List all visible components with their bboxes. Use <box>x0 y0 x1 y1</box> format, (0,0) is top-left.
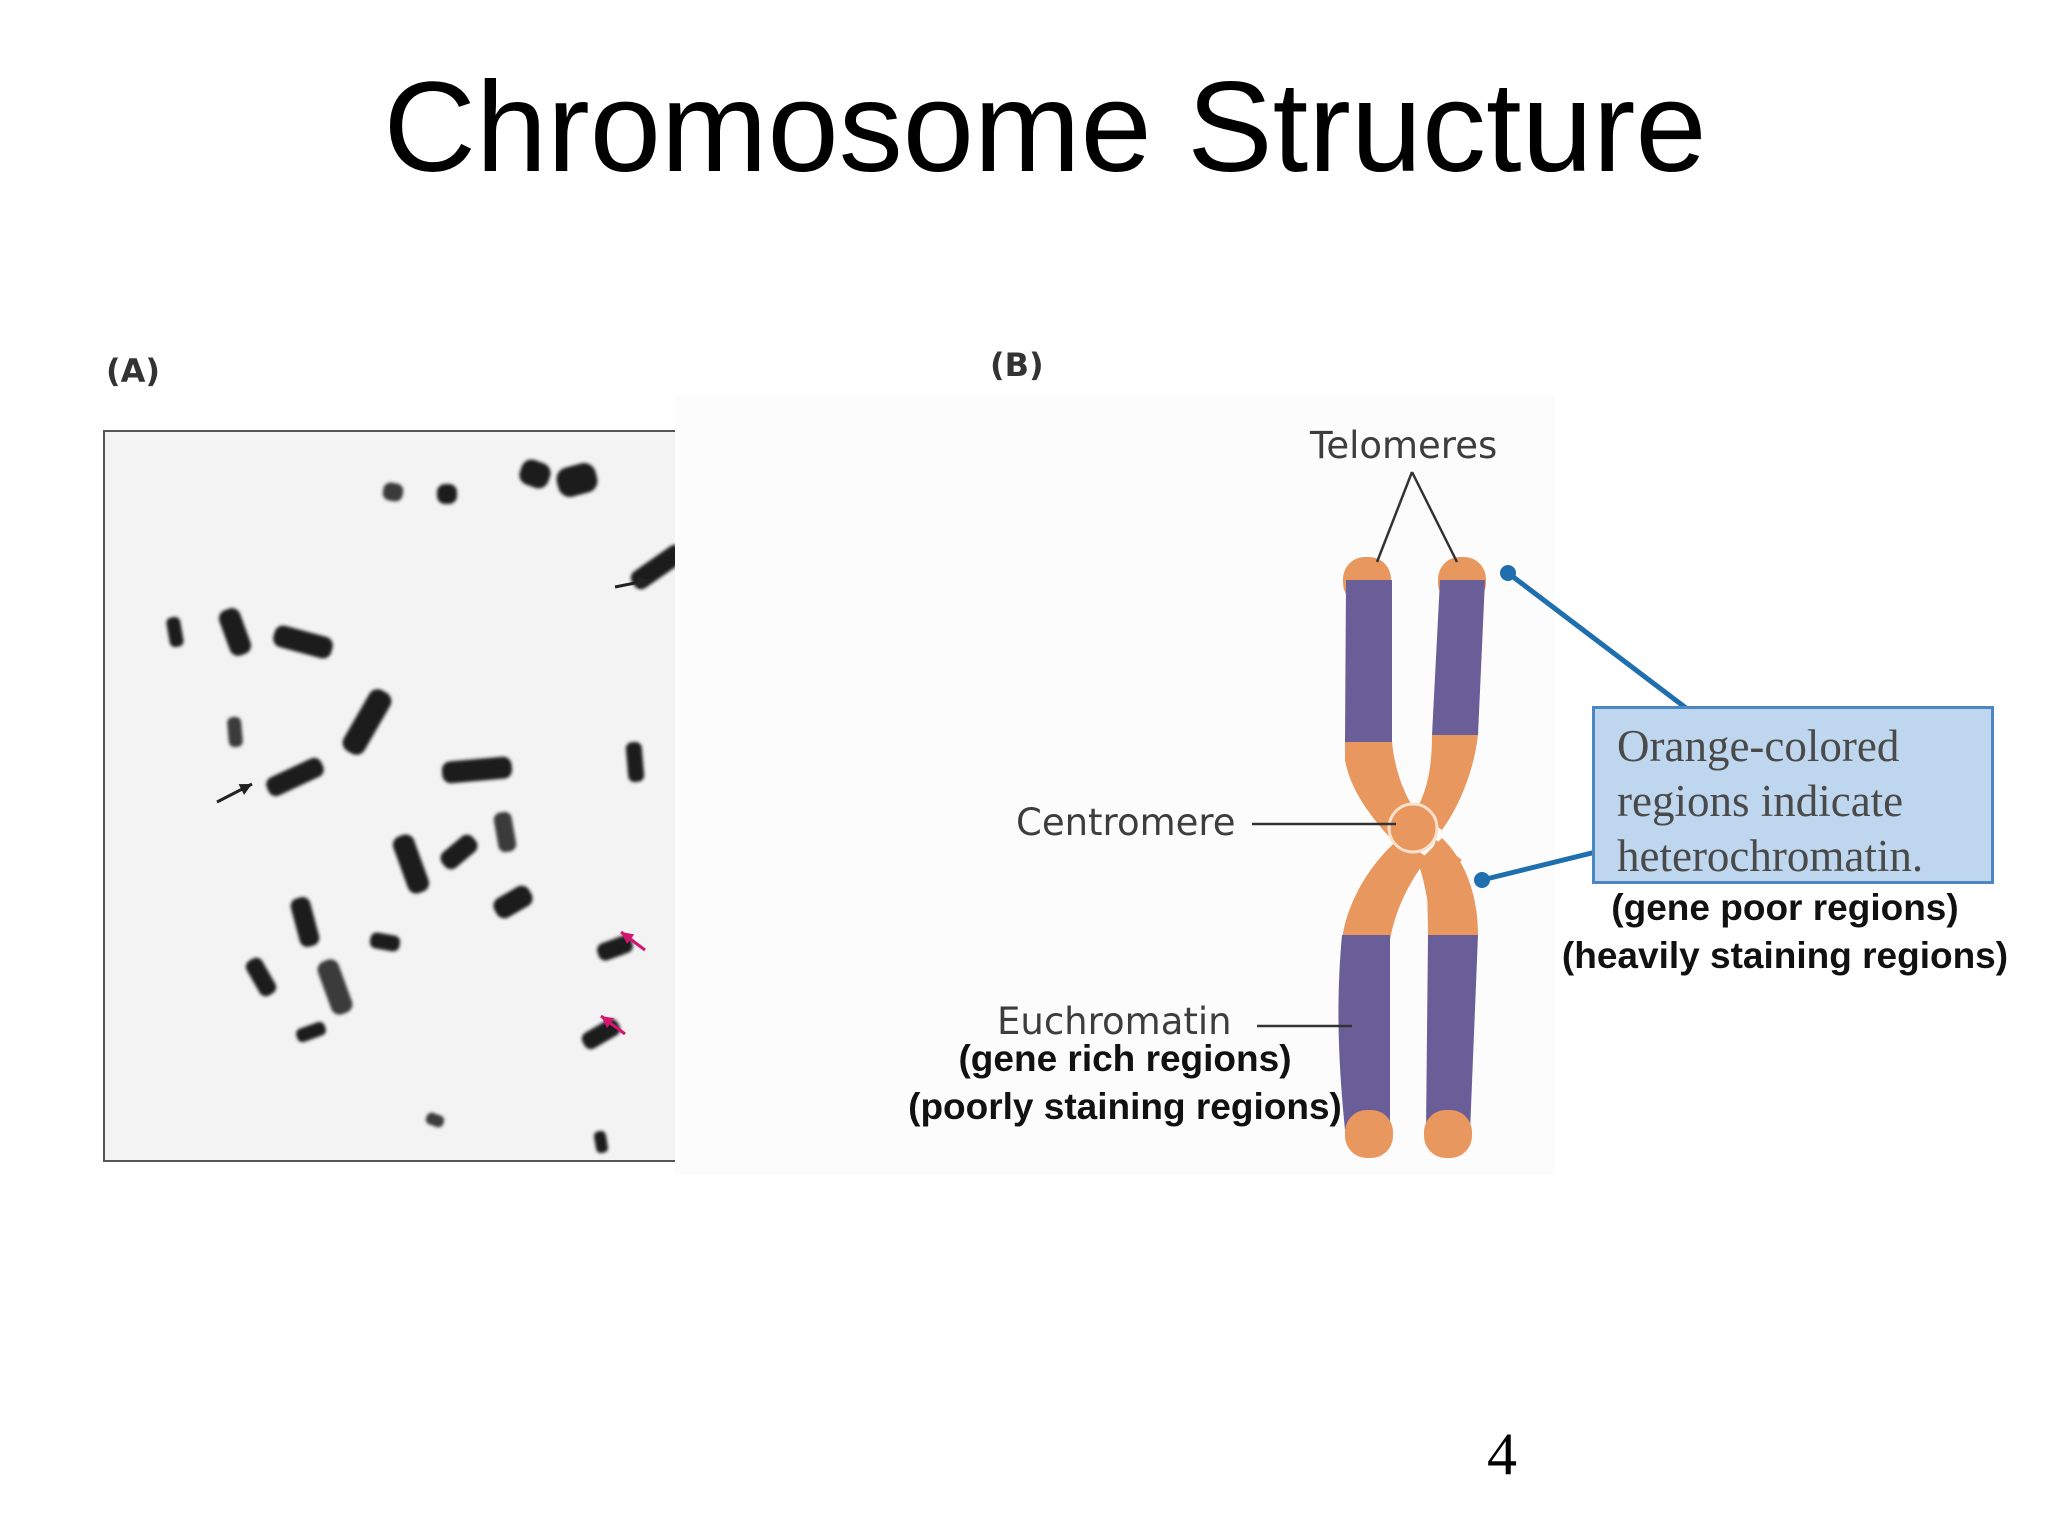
chromosome-blob <box>166 616 184 648</box>
page-number: 4 <box>1487 1421 1517 1487</box>
chromosome-blob <box>597 935 633 961</box>
micrograph-arrowhead <box>601 1016 615 1028</box>
chromosome-blob <box>392 834 430 894</box>
chromosome-blob <box>218 608 252 656</box>
chromosome-blob <box>382 482 404 502</box>
euchromatin-band-upper-right <box>1432 580 1485 735</box>
micrograph-arrowhead <box>238 784 252 795</box>
telomeres-label: Telomeres <box>1310 424 1498 467</box>
callout-line-3: heterochromatin. <box>1617 831 1924 881</box>
heterochromatin-note-gene-poor: (gene poor regions) <box>1611 887 1959 928</box>
chromosome-blob <box>425 1112 445 1128</box>
callout-line-1: Orange-colored <box>1617 721 1900 771</box>
telomere-lower-right <box>1424 1110 1472 1158</box>
chromosome-blob <box>581 1018 621 1050</box>
chromosome-blob <box>273 625 333 659</box>
callout-leader-lower <box>1481 849 1597 883</box>
euchromatin-band-lower-left <box>1338 935 1390 1130</box>
heterochromatin-notes: (gene poor regions) (heavily staining re… <box>1540 884 2030 980</box>
chromosome-blob <box>519 459 551 489</box>
chromosome-blob <box>593 1130 609 1154</box>
chromatid-lower-left <box>1338 838 1428 1158</box>
chromatid-lower-right <box>1418 838 1478 1158</box>
chromosome-blob <box>493 885 533 919</box>
centromere-circle <box>1387 802 1439 854</box>
heterochromatin-lower-right <box>1418 838 1478 935</box>
telomere-pointer-right <box>1410 471 1459 563</box>
heterochromatin-upper-right <box>1415 735 1478 830</box>
chromosome-blob <box>317 959 353 1015</box>
micrograph-arrowhead <box>637 576 650 589</box>
chromosome-blob <box>440 834 478 870</box>
chromosome-blob <box>437 484 457 504</box>
slide-title: Chromosome Structure <box>383 56 1707 199</box>
heterochromatin-callout: Orange-colored regions indicate heteroch… <box>1592 706 1994 884</box>
euchromatin-band-upper-left <box>1345 580 1392 742</box>
centromere-label: Centromere <box>1016 801 1236 844</box>
chromosome-blob <box>556 463 598 497</box>
chromatid-upper-right <box>1415 557 1486 830</box>
callout-line-2: regions indicate <box>1617 776 1904 826</box>
callout-dot-upper <box>1500 565 1516 581</box>
chromosome-blob <box>625 741 645 783</box>
heterochromatin-note-heavily-staining: (heavily staining regions) <box>1561 935 2009 976</box>
panel-a-label: (A) <box>106 352 161 390</box>
chromosome-blob <box>630 544 686 590</box>
chromosome-blob <box>342 689 392 755</box>
euchromatin-note-poorly-staining: (poorly staining regions) <box>908 1086 1342 1127</box>
panel-b-label: (B) <box>990 346 1044 384</box>
euchromatin-note-gene-rich: (gene rich regions) <box>958 1038 1292 1079</box>
micrograph-arrowhead <box>621 932 635 944</box>
chromosome-blob <box>493 811 517 853</box>
chromosome-blob <box>245 957 277 997</box>
euchromatin-label: Euchromatin <box>997 1000 1232 1043</box>
chromosome-blob <box>296 1021 326 1043</box>
euchromatin-notes: (gene rich regions) (poorly staining reg… <box>880 1035 1370 1131</box>
callout-dot-lower <box>1474 872 1490 888</box>
chromosome-blob <box>369 932 401 952</box>
chromosome-blob <box>290 897 320 947</box>
callout-leader-upper <box>1506 571 1688 710</box>
chromosome-blob <box>266 757 324 797</box>
chromosome-blob <box>441 756 513 784</box>
chromosome-blob <box>227 716 243 748</box>
heterochromatin-lower-left <box>1342 838 1428 940</box>
telomere-pointer-left <box>1375 471 1414 563</box>
telomere-lower-left <box>1345 1110 1393 1158</box>
euchromatin-band-lower-right <box>1426 935 1478 1132</box>
